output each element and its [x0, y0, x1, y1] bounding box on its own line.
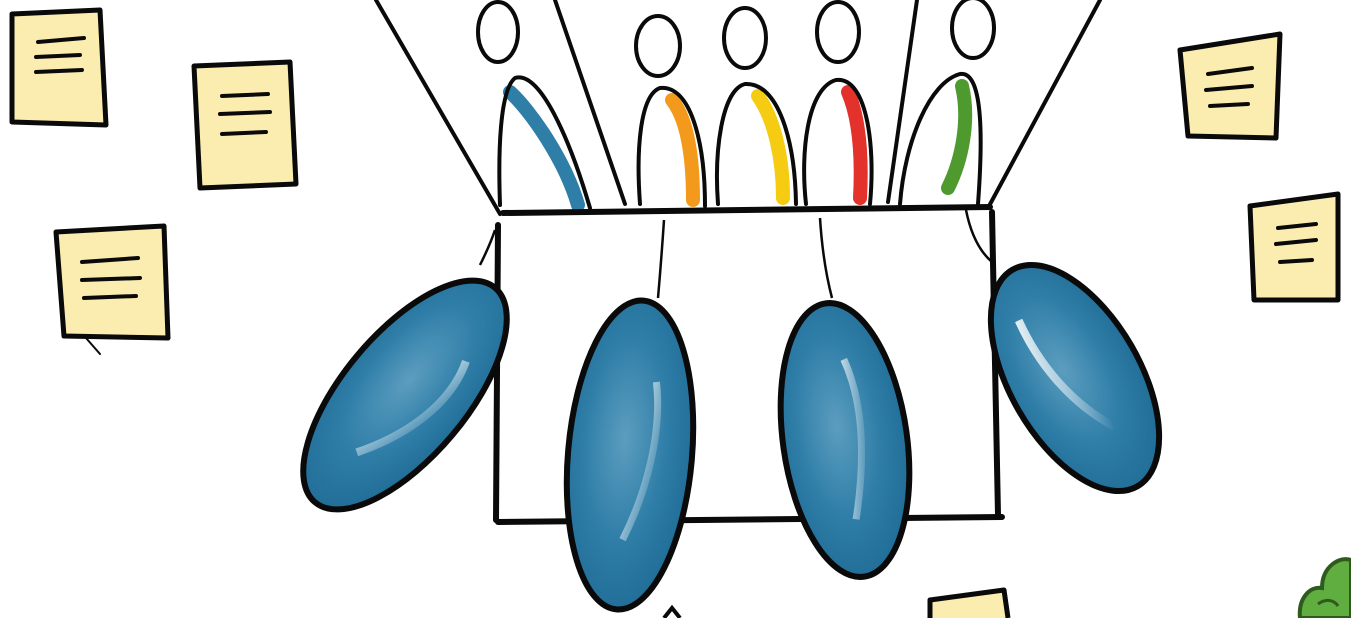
sticky-note-icon: [1250, 194, 1338, 300]
person-icon: [478, 2, 590, 208]
sticky-note-icon: [930, 590, 1008, 618]
person-head: [636, 16, 680, 76]
bush-icon: [1300, 559, 1351, 618]
person-icon: [636, 16, 705, 206]
person-body-color: [948, 86, 965, 188]
person-head: [952, 0, 994, 58]
people-group: [478, 0, 994, 208]
sticky-note-icon: [56, 226, 168, 354]
person-icon: [804, 2, 871, 204]
person-head: [724, 8, 766, 68]
sticky-note-icon: [12, 10, 106, 125]
funnel-line-right-outer: [988, 0, 1100, 208]
string-left: [480, 230, 495, 265]
string-center-left: [658, 220, 664, 298]
pod-strings: [480, 210, 992, 298]
funnel-line-left-outer: [376, 0, 500, 214]
pod-icon: [268, 248, 543, 542]
person-body-color: [848, 92, 861, 198]
box-left-edge: [496, 225, 498, 520]
string-center-right: [820, 218, 832, 298]
sticky-note-icon: [194, 62, 296, 188]
person-head: [817, 2, 859, 62]
person-head: [478, 2, 518, 62]
pods-group: [268, 237, 1194, 615]
person-icon: [717, 8, 796, 204]
pod-icon: [555, 295, 706, 615]
funnel-lines: [376, 0, 1100, 214]
pod-icon: [764, 295, 925, 586]
ink-mark: [664, 608, 680, 618]
sticky-note-icon: [1180, 34, 1280, 138]
string-right: [966, 210, 992, 262]
